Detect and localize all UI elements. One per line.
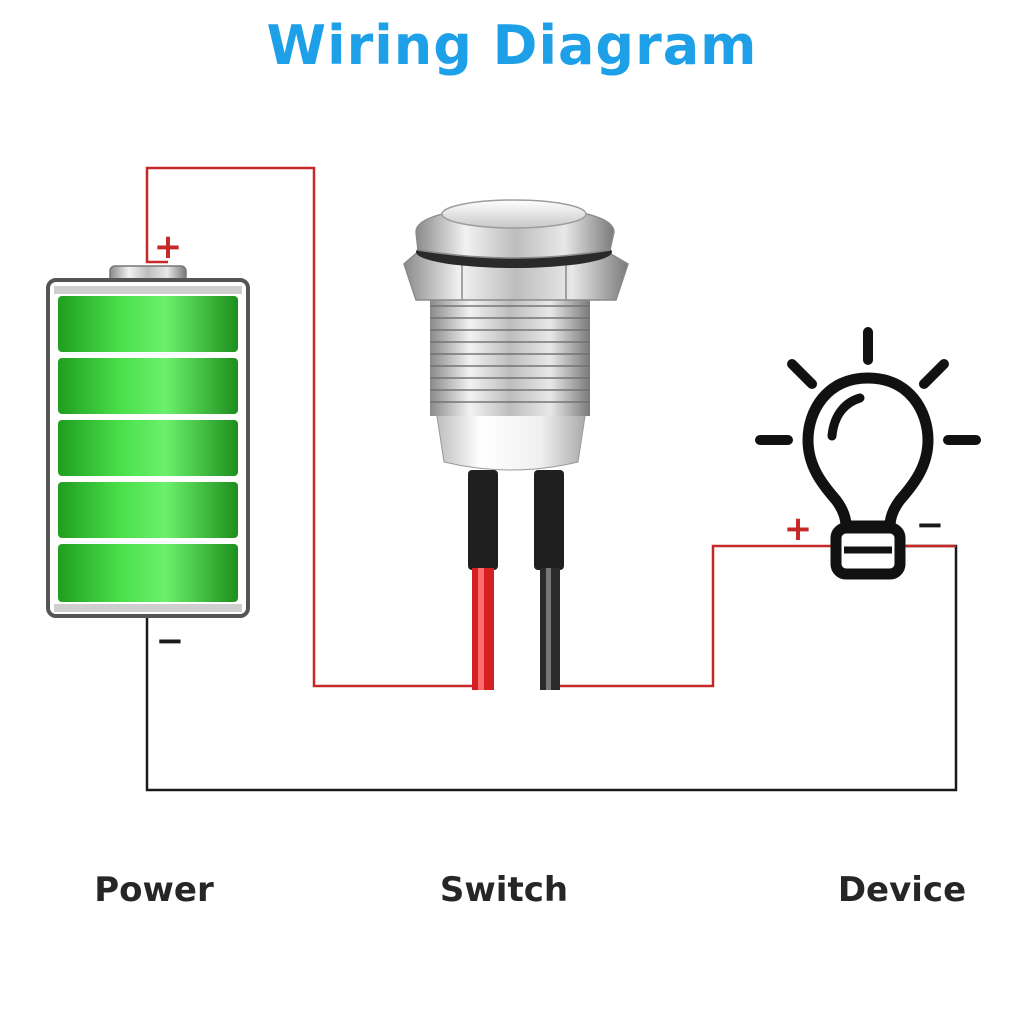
label-device: Device <box>837 870 967 910</box>
wire-battery-positive-to-switch <box>145 166 472 688</box>
battery-minus-sign: − <box>156 621 185 661</box>
light-bulb-icon <box>755 327 981 580</box>
wire-switch-to-device-positive <box>560 544 840 688</box>
label-power: Power <box>94 870 214 910</box>
diagram-title: Wiring Diagram <box>266 14 758 77</box>
device-minus-sign: − <box>916 505 945 545</box>
device-plus-sign: + <box>784 509 813 549</box>
battery-plus-sign: + <box>154 227 183 267</box>
label-switch: Switch <box>439 870 569 910</box>
push-button-switch-icon <box>403 199 629 690</box>
battery-icon <box>46 265 250 618</box>
